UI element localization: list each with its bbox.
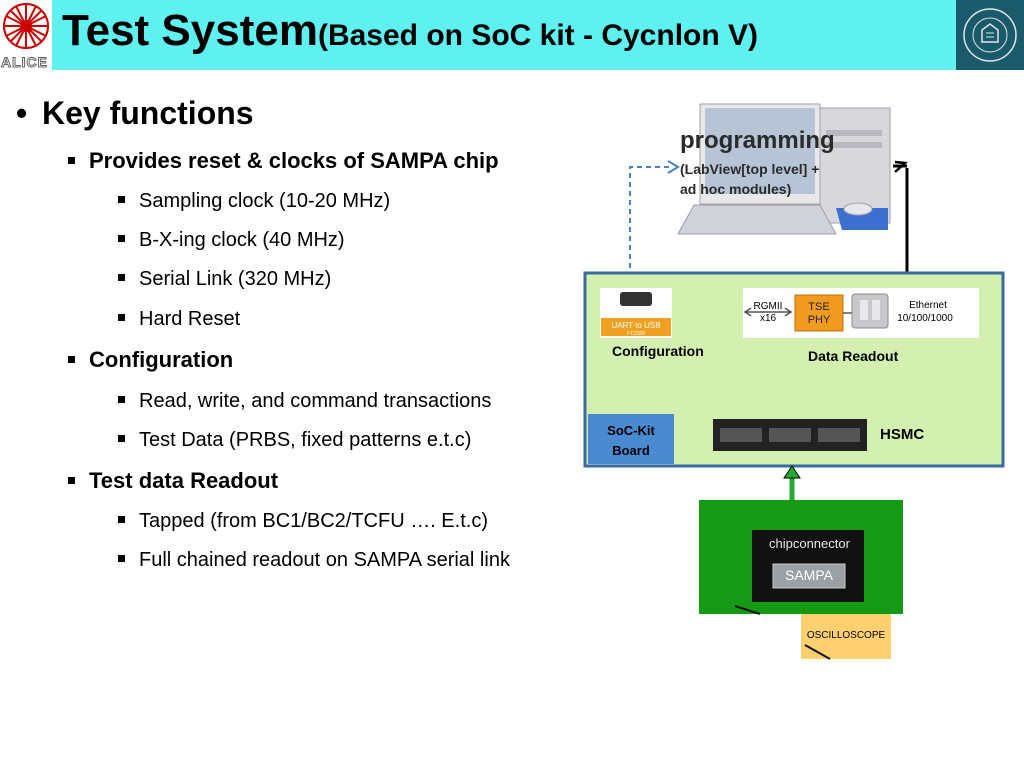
title-main: Test System	[62, 6, 318, 55]
university-seal-icon	[963, 8, 1017, 62]
tse-label: TSE	[808, 301, 829, 313]
sampa-label: SAMPA	[785, 567, 833, 583]
alice-logo-icon	[3, 3, 49, 49]
soc-kit-box	[588, 414, 674, 464]
phy-label: PHY	[808, 314, 831, 326]
square-bullet-icon	[118, 435, 125, 443]
sampa-chip	[772, 563, 846, 589]
square-bullet-icon	[118, 555, 125, 563]
square-bullet-icon	[118, 396, 125, 404]
computer-icon	[677, 103, 891, 235]
bullet-item: Test Data (PRBS, fixed patterns e.t.c)	[118, 429, 471, 452]
rgmii-width: x16	[760, 313, 777, 324]
bullet-item: Full chained readout on SAMPA serial lin…	[118, 549, 510, 572]
university-seal	[956, 0, 1024, 70]
hsmc-label: HSMC	[880, 426, 925, 443]
rj45-jack-icon	[851, 293, 889, 329]
rgmii-label: RGMII	[754, 301, 783, 312]
bullet-item: Tapped (from BC1/BC2/TCFU …. E.t.c)	[118, 510, 488, 533]
rgmii-arrow-left-icon	[743, 307, 752, 317]
computer-line1: (LabView[top level] +	[680, 161, 819, 177]
uart-chip-label: FT232R	[627, 331, 645, 337]
readout-arrowhead-icon	[894, 160, 908, 173]
soc-kit-label-2: Board	[612, 443, 650, 458]
usb-connector-icon	[620, 292, 652, 306]
alice-logo-text: ALICE	[1, 54, 48, 71]
square-bullet-icon	[118, 314, 125, 322]
uart-label-box	[601, 318, 671, 336]
ethernet-speed: 10/100/1000	[897, 313, 953, 324]
config-arrowhead-icon	[667, 160, 680, 174]
arrow-up-icon	[783, 465, 801, 479]
bullet-item: Hard Reset	[118, 308, 240, 331]
soc-kit-label-1: SoC-Kit	[607, 423, 655, 438]
square-bullet-icon	[118, 274, 125, 282]
square-bullet-icon	[68, 355, 75, 363]
rgmii-arrow-right-icon	[784, 307, 793, 317]
tse-phy-chip	[794, 294, 844, 332]
computer-line2: ad hoc modules)	[680, 181, 791, 197]
ethernet-label: Ethernet	[909, 300, 947, 311]
square-bullet-icon	[68, 476, 75, 484]
bullet-heading-configuration: Configuration	[68, 347, 233, 373]
bullet-key-functions: •Key functions	[16, 95, 254, 131]
bullet-heading-reset-clocks: Provides reset & clocks of SAMPA chip	[68, 148, 499, 174]
bullet-item: Read, write, and command transactions	[118, 390, 491, 413]
oscilloscope-label: OSCILLOSCOPE	[806, 630, 886, 641]
page-title: Test System(Based on SoC kit - Cycnlon V…	[62, 6, 758, 56]
uart-label: UART to USB	[611, 321, 660, 330]
square-bullet-icon	[68, 156, 75, 164]
bullet-heading-test-readout: Test data Readout	[68, 468, 278, 494]
title-sub: (Based on SoC kit - Cycnlon V)	[317, 19, 759, 52]
square-bullet-icon	[118, 516, 125, 524]
chipconnector-label: chipconnector	[769, 536, 850, 551]
alice-logo: ALICE	[0, 0, 52, 70]
square-bullet-icon	[118, 196, 125, 204]
computer-title: programming	[680, 127, 835, 154]
bullet-item: Sampling clock (10-20 MHz)	[118, 190, 390, 213]
data-readout-label: Data Readout	[808, 348, 899, 364]
title-bar	[0, 0, 1024, 70]
square-bullet-icon	[118, 235, 125, 243]
configuration-label: Configuration	[612, 343, 704, 359]
bullet-item: Serial Link (320 MHz)	[118, 268, 331, 291]
config-dashed-arrow	[629, 166, 672, 286]
bullet-item: B-X-ing clock (40 MHz)	[118, 229, 345, 252]
